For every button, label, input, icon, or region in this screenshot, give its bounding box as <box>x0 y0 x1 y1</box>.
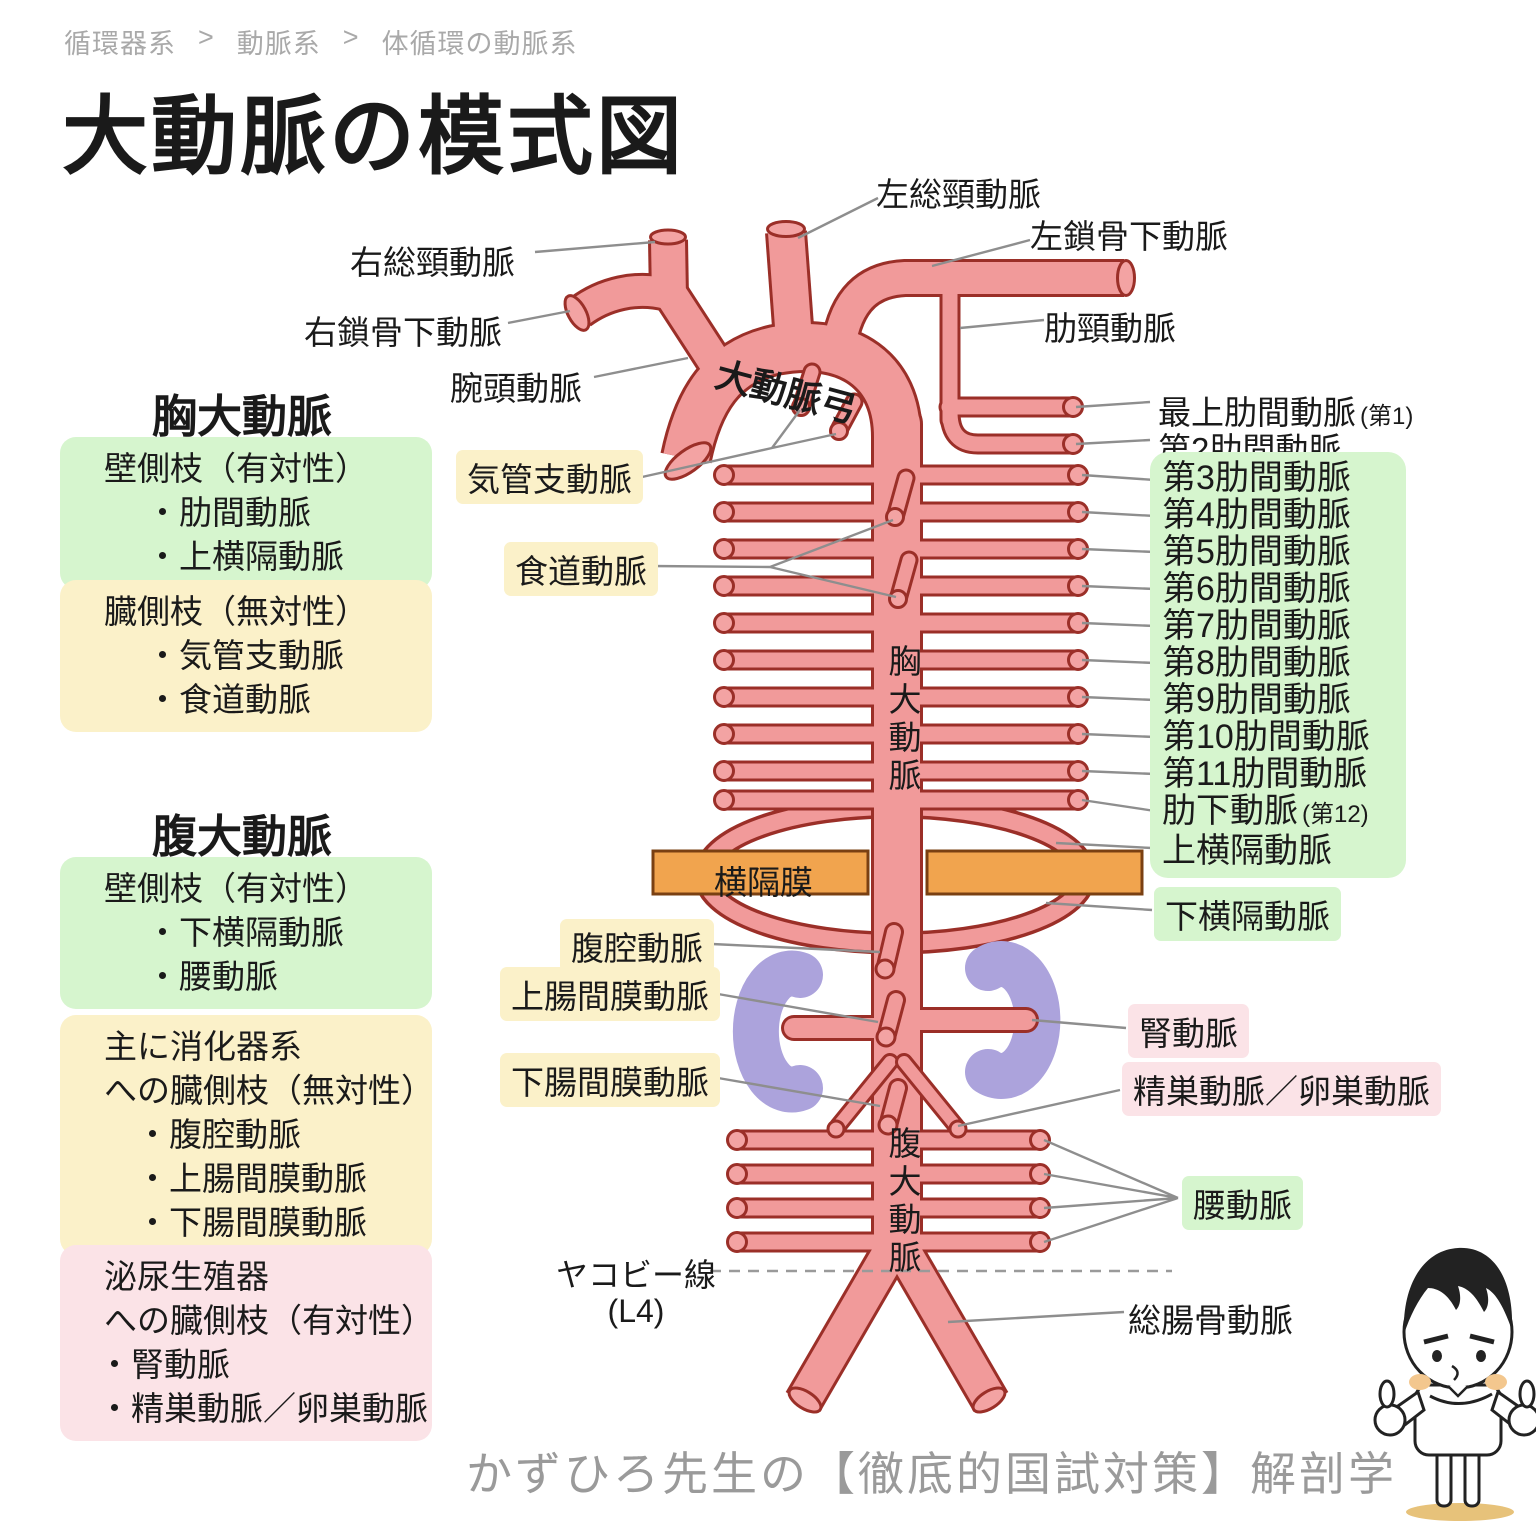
breadcrumb-separator: > <box>198 22 215 52</box>
box-item: ・腎動脈 <box>98 1346 230 1383</box>
label-diaphragm: 横隔膜 <box>714 864 813 901</box>
list-item: 上横隔動脈 <box>1162 832 1332 870</box>
box-item: ・下横隔動脈 <box>146 914 344 951</box>
vessel-caps <box>563 220 1136 1414</box>
abdominal-digestive-box: 主に消化器系 への臓側枝（無対性） ・腹腔動脈 ・上腸間膜動脈 ・下腸間膜動脈 <box>60 1015 434 1255</box>
label-inferior-mesenteric: 下腸間膜動脈 <box>500 1053 720 1107</box>
breadcrumb: 循環器系 > 動脈系 > 体循環の動脈系 <box>64 22 578 61</box>
breadcrumb-item-arterial[interactable]: 動脈系 <box>236 29 321 59</box>
label-jacoby-line: ヤコビー線 <box>556 1257 717 1293</box>
thoracic-aorta-heading: 胸大動脈 <box>152 391 333 442</box>
intercostal-list-block: 第3肋間動脈 第4肋間動脈 第5肋間動脈 第6肋間動脈 第7肋間動脈 第8肋間動… <box>1150 452 1406 878</box>
breadcrumb-item-systemic[interactable]: 体循環の動脈系 <box>381 29 578 59</box>
label-left-common-carotid: 左総頸動脈 <box>876 176 1041 213</box>
label-renal-artery: 腎動脈 <box>1128 1004 1249 1058</box>
list-item: 第7肋間動脈 <box>1162 607 1351 645</box>
list-item: 第11肋間動脈 <box>1162 755 1368 793</box>
label-right-common-carotid: 右総頸動脈 <box>350 244 515 281</box>
list-item: 第3肋間動脈 <box>1162 459 1351 497</box>
abdominal-urogenital-box: 泌尿生殖器 への臓側枝（有対性） ・腎動脈 ・精巣動脈／卵巣動脈 <box>60 1245 434 1441</box>
label-thoracic-aorta-trunk: 胸大動脈 <box>884 644 921 796</box>
label-text: 最上肋間動脈 <box>1158 394 1356 431</box>
label-left-subclavian: 左鎖骨下動脈 <box>1030 218 1228 255</box>
box-title: 臓側枝（無対性） <box>104 593 368 630</box>
box-item: ・肋間動脈 <box>146 494 311 531</box>
box-item: ・気管支動脈 <box>146 637 344 674</box>
label-jacoby-level: (L4) <box>607 1293 665 1329</box>
list-item: 第4肋間動脈 <box>1162 496 1351 534</box>
list-item: 第10肋間動脈 <box>1162 718 1370 756</box>
mascot-shadow <box>1406 1503 1514 1521</box>
label-lumbar-artery: 腰動脈 <box>1182 1176 1303 1230</box>
label-celiac-artery: 腹腔動脈 <box>560 919 714 973</box>
label-gonadal-artery: 精巣動脈／卵巣動脈 <box>1122 1062 1441 1116</box>
diaphragm-bars <box>651 849 1144 896</box>
label-suffix: (第1) <box>1360 403 1414 430</box>
box-item: ・腹腔動脈 <box>136 1116 301 1153</box>
box-title: 壁側枝（有対性） <box>104 450 368 487</box>
thoracic-parietal-box: 壁側枝（有対性） ・肋間動脈 ・上横隔動脈 <box>60 437 432 589</box>
abdominal-aorta-heading: 腹大動脈 <box>152 811 333 862</box>
abdominal-parietal-box: 壁側枝（有対性） ・下横隔動脈 ・腰動脈 <box>60 857 432 1009</box>
box-item: ・食道動脈 <box>146 681 311 718</box>
box-title: 主に消化器系 への臓側枝（無対性） <box>104 1028 434 1109</box>
left-kidney <box>732 950 823 1113</box>
label-costocervical: 肋頸動脈 <box>1044 310 1176 347</box>
breadcrumb-separator: > <box>342 22 360 52</box>
list-item: 第5肋間動脈 <box>1162 533 1351 571</box>
box-title: 泌尿生殖器 への臓側枝（有対性） <box>104 1258 434 1339</box>
label-inferior-phrenic: 下横隔動脈 <box>1154 887 1341 941</box>
label-esophageal-artery: 食道動脈 <box>504 542 658 596</box>
leader-lines <box>507 196 1179 1324</box>
box-item: ・上腸間膜動脈 <box>136 1160 367 1197</box>
label-common-iliac: 総腸骨動脈 <box>1128 1302 1293 1339</box>
box-item: ・精巣動脈／卵巣動脈 <box>98 1390 428 1427</box>
thoracic-visceral-box: 臓側枝（無対性） ・気管支動脈 ・食道動脈 <box>60 580 432 732</box>
breadcrumb-item-circulatory[interactable]: 循環器系 <box>64 29 176 59</box>
label-supreme-intercostal: 最上肋間動脈(第1) <box>1158 386 1413 434</box>
label-brachiocephalic: 腕頭動脈 <box>450 370 582 407</box>
watermark: かずひろ先生の【徹底的国試対策】解剖学 <box>466 1448 1397 1500</box>
mascot-hair <box>1403 1247 1513 1334</box>
label-bronchial-artery: 気管支動脈 <box>456 450 643 504</box>
box-item: ・腰動脈 <box>146 958 278 995</box>
list-item: 第6肋間動脈 <box>1162 570 1351 608</box>
label-superior-mesenteric: 上腸間膜動脈 <box>500 967 720 1021</box>
list-item: 第8肋間動脈 <box>1162 644 1351 682</box>
list-item: 第9肋間動脈 <box>1162 681 1351 719</box>
page-title: 大動脈の模式図 <box>62 89 685 185</box>
label-right-subclavian: 右鎖骨下動脈 <box>304 314 502 351</box>
list-item: 肋下動脈(第12) <box>1162 792 1369 830</box>
box-item: ・下腸間膜動脈 <box>136 1204 367 1241</box>
mascot-character <box>1373 1247 1536 1521</box>
box-title: 壁側枝（有対性） <box>104 870 368 907</box>
label-abdominal-aorta-trunk: 腹大動脈 <box>884 1126 921 1278</box>
box-item: ・上横隔動脈 <box>146 538 344 575</box>
